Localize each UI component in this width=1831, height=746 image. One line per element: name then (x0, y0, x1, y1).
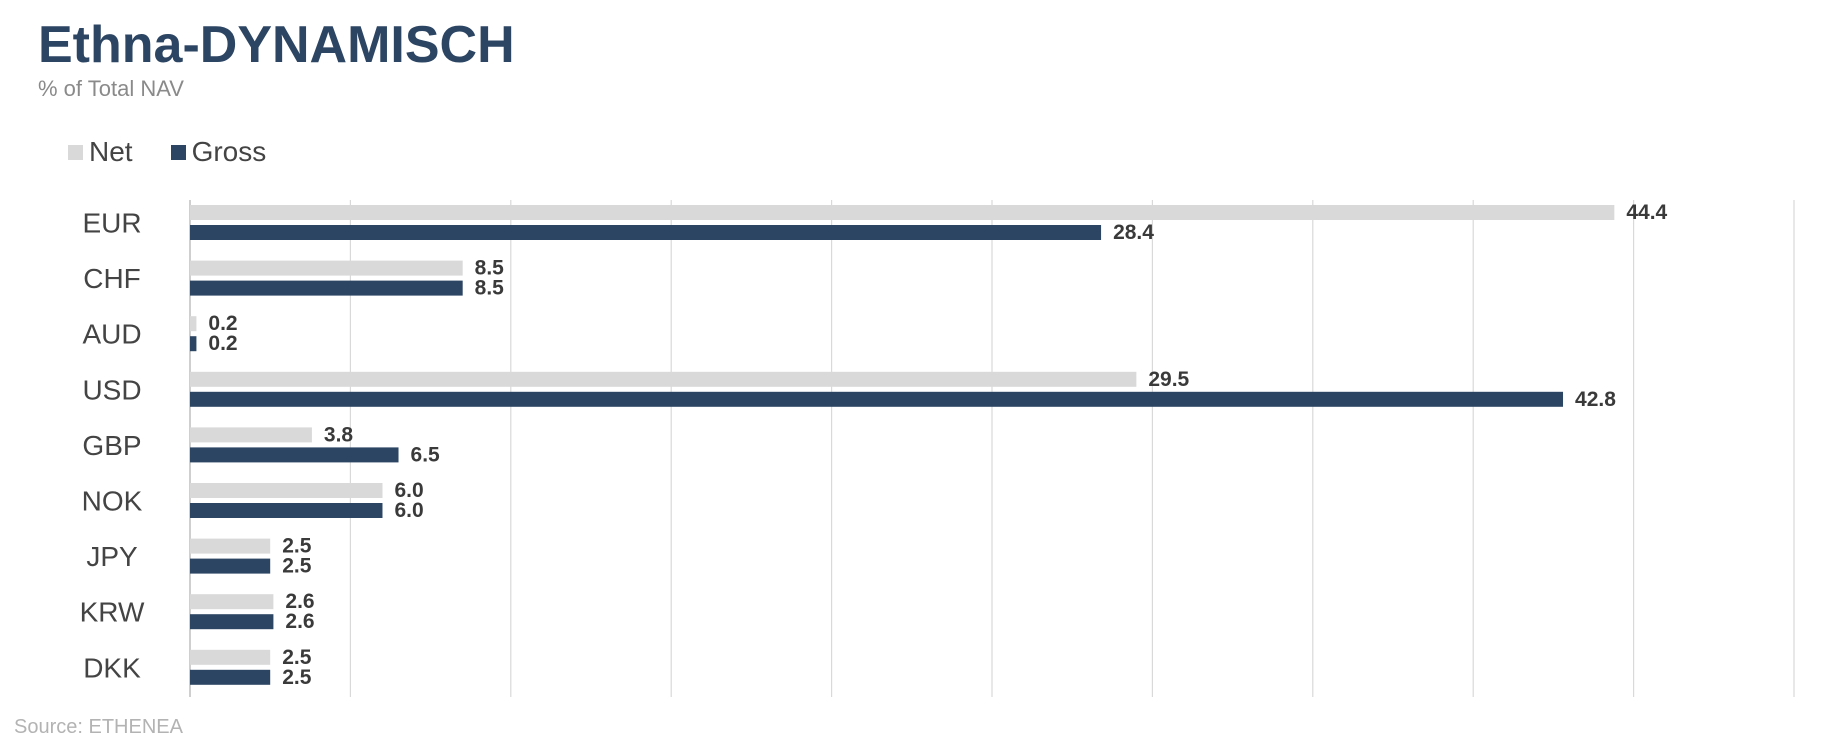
category-label-aud: AUD (82, 319, 141, 350)
legend-label-gross: Gross (191, 136, 267, 167)
chart-subtitle: % of Total NAV (38, 76, 184, 101)
legend: Net Gross (68, 138, 266, 166)
legend-item-net: Net (68, 138, 133, 166)
legend-swatch-net (68, 144, 83, 160)
data-label-net-nok: 6.0 (394, 479, 423, 502)
bar-net-dkk (190, 649, 271, 665)
bar-net-jpy (190, 538, 271, 554)
category-label-chf: CHF (83, 263, 141, 294)
bar-net-eur (190, 205, 1615, 220)
legend-item-gross: Gross (170, 136, 267, 167)
bar-gross-dkk (190, 669, 271, 685)
bar-gross-usd (190, 391, 1564, 407)
bar-gross-krw (190, 614, 274, 630)
data-label-gross-gbp: 6.5 (411, 443, 441, 466)
data-label-gross-usd: 42.8 (1575, 388, 1616, 411)
legend-swatch-gross (170, 144, 186, 160)
category-label-gbp: GBP (82, 430, 141, 461)
bar-net-gbp (190, 427, 312, 443)
data-label-net-krw: 2.6 (285, 590, 314, 613)
category-label-jpy: JPY (86, 541, 138, 572)
category-label-krw: KRW (80, 597, 145, 628)
data-label-gross-dkk: 2.5 (282, 666, 312, 689)
data-label-gross-jpy: 2.5 (282, 555, 312, 578)
bar-net-krw (190, 594, 274, 610)
bar-net-nok (190, 483, 383, 498)
bar-gross-chf (190, 280, 463, 296)
data-label-net-dkk: 2.5 (282, 646, 312, 669)
category-label-dkk: DKK (83, 652, 141, 683)
data-label-gross-krw: 2.6 (285, 610, 314, 633)
bar-gross-eur (190, 225, 1102, 240)
bar-gross-jpy (190, 558, 271, 574)
category-label-eur: EUR (82, 208, 141, 239)
bar-net-chf (190, 260, 463, 276)
bar-net-usd (190, 371, 1137, 387)
data-label-net-chf: 8.5 (475, 257, 505, 280)
source-note: Source: ETHENEA (14, 716, 183, 738)
data-label-gross-chf: 8.5 (475, 277, 505, 300)
data-label-gross-aud: 0.2 (208, 332, 237, 355)
chart-title: Ethna-DYNAMISCH (38, 16, 515, 74)
bar-gross-nok (190, 503, 383, 518)
category-label-nok: NOK (82, 486, 143, 517)
data-label-gross-nok: 6.0 (394, 499, 423, 522)
bar-gross-aud (190, 336, 197, 352)
category-label-usd: USD (82, 374, 141, 405)
data-label-net-aud: 0.2 (208, 312, 237, 335)
data-label-gross-eur: 28.4 (1113, 221, 1154, 244)
data-label-net-gbp: 3.8 (324, 423, 354, 446)
legend-label-net: Net (89, 136, 133, 167)
data-label-net-eur: 44.4 (1626, 201, 1667, 224)
bar-gross-gbp (190, 447, 399, 463)
bar-net-aud (190, 316, 197, 332)
data-label-net-jpy: 2.5 (282, 535, 312, 558)
data-label-net-usd: 29.5 (1148, 368, 1189, 391)
